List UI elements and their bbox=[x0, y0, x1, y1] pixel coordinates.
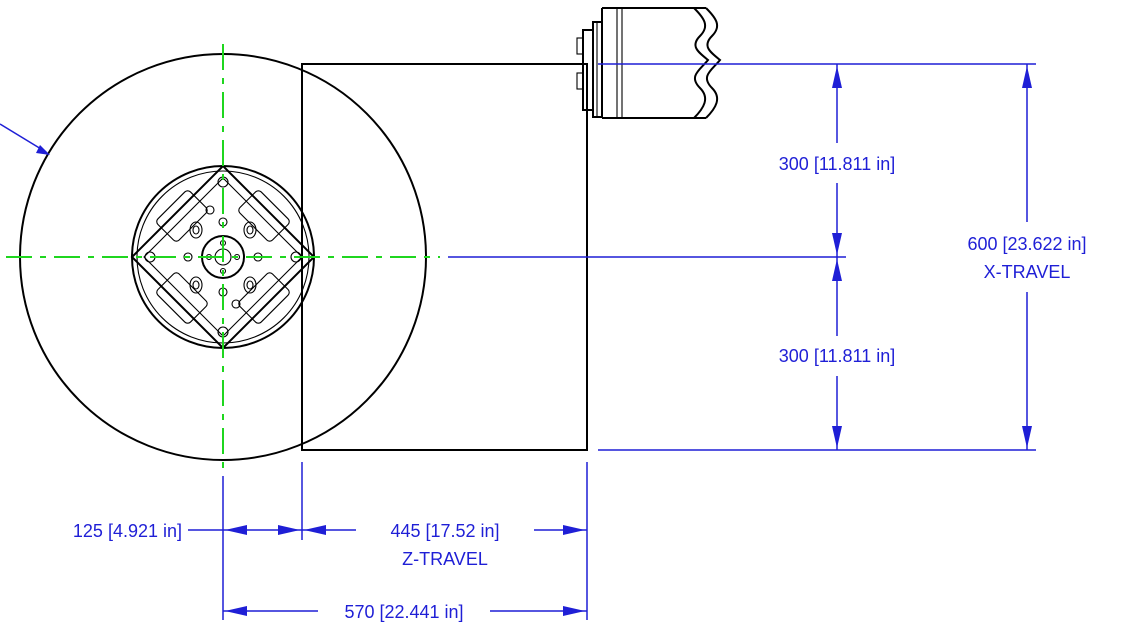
dim-upper-half-text: 300 [11.811 in] bbox=[779, 154, 895, 174]
swing-leader-arrow bbox=[36, 145, 50, 155]
dim-lower-half-text: 300 [11.811 in] bbox=[779, 346, 895, 366]
dim-offset-arrow-right bbox=[278, 525, 300, 535]
dim-x-travel-label: X-TRAVEL bbox=[984, 262, 1071, 282]
dim-overall-arrow-right bbox=[563, 606, 585, 616]
dim-z-travel-label: Z-TRAVEL bbox=[402, 549, 488, 569]
dim-z-arrow-left bbox=[304, 525, 326, 535]
dim-upper-half-arrow-bottom bbox=[832, 233, 842, 255]
swing-leader-line bbox=[0, 123, 47, 153]
motor-body bbox=[576, 7, 722, 119]
dim-upper-half-arrow-top bbox=[832, 66, 842, 88]
dim-lower-half-arrow-bottom bbox=[832, 426, 842, 448]
dim-offset-text: 125 [4.921 in] bbox=[73, 521, 182, 541]
dim-lower-half-arrow-top bbox=[832, 259, 842, 281]
dim-z-arrow-right bbox=[563, 525, 585, 535]
dim-overall-text: 570 [22.441 in] bbox=[344, 602, 463, 622]
dim-x-total-arrow-top bbox=[1022, 66, 1032, 88]
dim-z-total-text: 445 [17.52 in] bbox=[390, 521, 499, 541]
dim-offset-arrow-left bbox=[225, 525, 247, 535]
dim-x-total-text: 600 [23.622 in] bbox=[967, 234, 1086, 254]
dim-overall-arrow-left bbox=[225, 606, 247, 616]
dim-x-total-arrow-bottom bbox=[1022, 426, 1032, 448]
